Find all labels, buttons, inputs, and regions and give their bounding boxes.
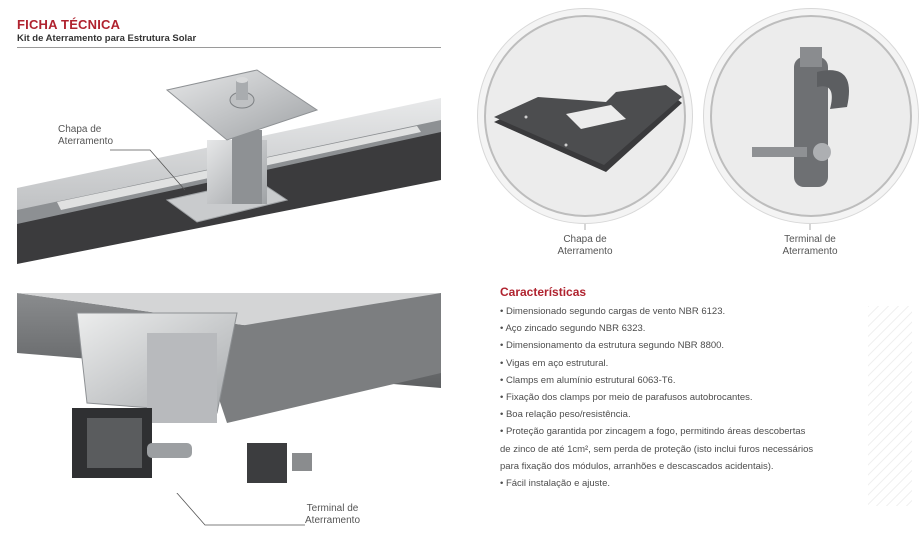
bottom-product-photo [17,293,441,493]
list-item: • Dimensionamento da estrutura segundo N… [500,340,725,352]
list-item: de zinco de até 1cm², sem perda de prote… [500,443,814,455]
list-item: • Proteção garantida por zincagem a fogo… [500,426,806,438]
page-subtitle: Kit de Aterramento para Estrutura Solar [17,33,197,44]
top-product-photo [17,60,441,264]
list-item: • Aço zincado segundo NBR 6323. [500,323,646,335]
list-item: • Vigas em aço estrutural. [500,357,609,369]
list-item: • Boa relação peso/resistência. [500,409,631,421]
list-item: para fixação dos módulos, arranhões e de… [500,460,774,472]
top-photo-callout: Chapa de Aterramento [58,124,114,147]
header-divider [17,47,441,48]
circle-right-caption: Terminal de Aterramento [782,234,838,257]
decorative-hatch [868,306,912,506]
circle-left-caption: Chapa de Aterramento [557,234,613,257]
grounding-plate-circle [484,15,686,217]
list-item: • Dimensionado segundo cargas de vento N… [500,306,726,317]
spec-header: FICHA TÉCNICA Kit de Aterramento para Es… [17,17,441,45]
characteristics-list: • Dimensionado segundo cargas de vento N… [500,303,840,492]
list-item: • Fácil instalação e ajuste. [500,478,610,490]
characteristics-title: Características [500,285,587,299]
page-title: FICHA TÉCNICA [17,17,121,32]
bottom-photo-callout: Terminal de Aterramento [305,503,361,526]
list-item: • Clamps em alumínio estrutural 6063-T6. [500,374,676,386]
grounding-terminal-circle [710,15,912,217]
list-item: • Fixação dos clamps por meio de parafus… [500,392,753,404]
